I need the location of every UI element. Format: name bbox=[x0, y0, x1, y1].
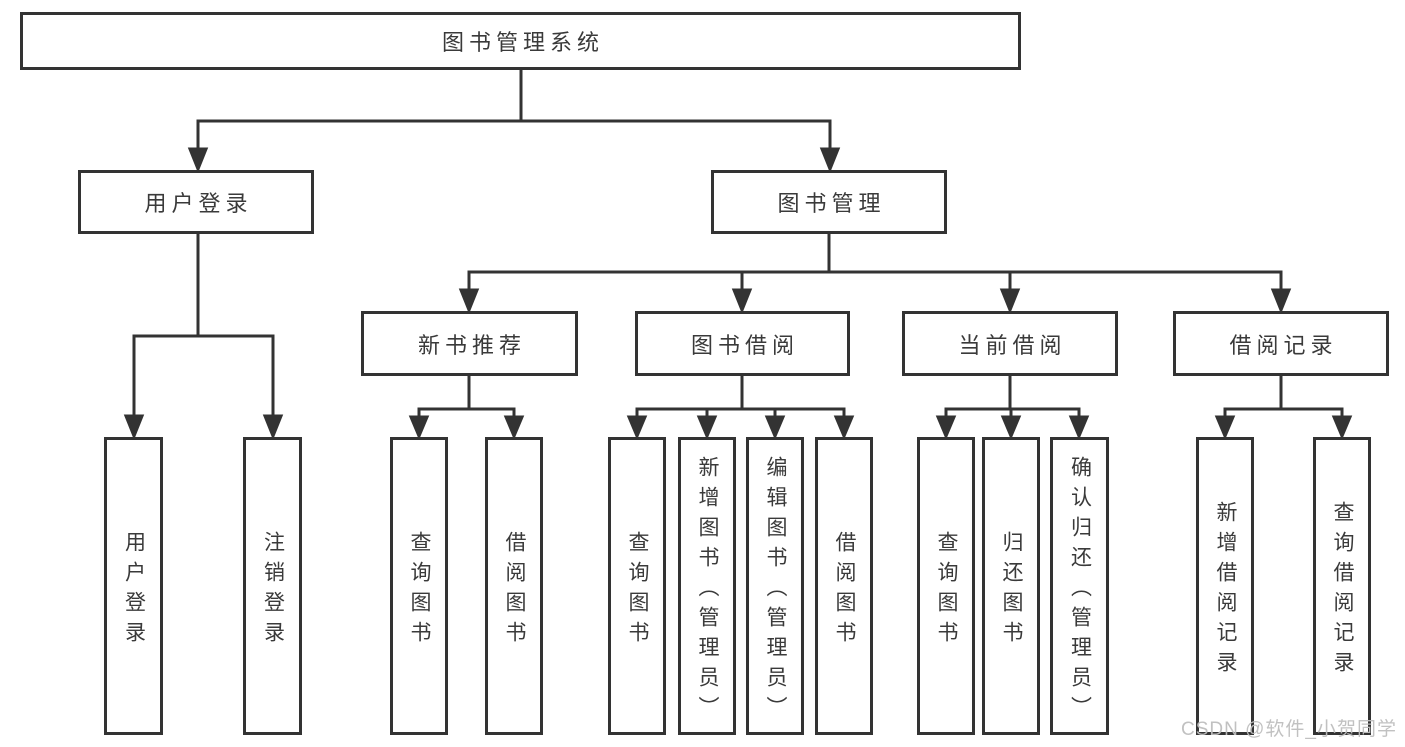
leaf-current-query-books: 查询图书 bbox=[917, 437, 975, 735]
leaf-borrow-query-books: 查询图书 bbox=[608, 437, 666, 735]
node-new-book-rec-label: 新书推荐 bbox=[417, 332, 526, 358]
node-user-login: 用户登录 bbox=[78, 170, 314, 234]
leaf-current-return-books-label: 归还图书 bbox=[1000, 530, 1023, 651]
node-book-mgmt-label: 图书管理 bbox=[777, 191, 886, 216]
leaf-user-login: 用户登录 bbox=[104, 437, 163, 735]
leaf-user-login-label: 用户登录 bbox=[122, 530, 146, 651]
leaf-logout: 注销登录 bbox=[243, 437, 302, 735]
leaf-current-query-books-label: 查询图书 bbox=[935, 530, 958, 651]
node-book-borrow: 图书借阅 bbox=[635, 311, 850, 376]
leaf-newrec-query-books: 查询图书 bbox=[390, 437, 448, 735]
leaf-newrec-borrow-books-label: 借阅图书 bbox=[503, 530, 526, 651]
node-user-login-label: 用户登录 bbox=[144, 191, 253, 216]
node-new-book-rec: 新书推荐 bbox=[361, 311, 578, 376]
leaf-records-add-record: 新增借阅记录 bbox=[1196, 437, 1254, 735]
leaf-current-confirm-return-admin: 确认归还（管理员） bbox=[1050, 437, 1109, 735]
node-borrow-records: 借阅记录 bbox=[1173, 311, 1389, 376]
leaf-borrow-borrow-books-label: 借阅图书 bbox=[833, 530, 856, 651]
node-current-borrow-label: 当前借阅 bbox=[958, 332, 1067, 358]
node-book-mgmt: 图书管理 bbox=[711, 170, 947, 234]
leaf-records-add-record-label: 新增借阅记录 bbox=[1214, 500, 1237, 681]
leaf-borrow-edit-books-admin-label: 编辑图书（管理员） bbox=[764, 455, 787, 726]
node-root: 图书管理系统 bbox=[20, 12, 1021, 70]
leaf-borrow-borrow-books: 借阅图书 bbox=[815, 437, 873, 735]
leaf-records-query-record-label: 查询借阅记录 bbox=[1331, 500, 1354, 681]
leaf-logout-label: 注销登录 bbox=[261, 530, 285, 651]
node-book-borrow-label: 图书借阅 bbox=[690, 332, 799, 358]
node-borrow-records-label: 借阅记录 bbox=[1229, 332, 1338, 358]
leaf-borrow-edit-books-admin: 编辑图书（管理员） bbox=[746, 437, 804, 735]
leaf-newrec-query-books-label: 查询图书 bbox=[408, 530, 431, 651]
leaf-records-query-record: 查询借阅记录 bbox=[1313, 437, 1371, 735]
leaf-current-confirm-return-admin-label: 确认归还（管理员） bbox=[1068, 455, 1092, 726]
leaf-newrec-borrow-books: 借阅图书 bbox=[485, 437, 543, 735]
node-root-label: 图书管理系统 bbox=[441, 30, 604, 55]
csdn-watermark: CSDN @软件_小贺同学 bbox=[1181, 719, 1397, 740]
node-current-borrow: 当前借阅 bbox=[902, 311, 1118, 376]
leaf-borrow-add-books-admin: 新增图书（管理员） bbox=[678, 437, 736, 735]
leaf-borrow-add-books-admin-label: 新增图书（管理员） bbox=[696, 455, 719, 726]
leaf-borrow-query-books-label: 查询图书 bbox=[626, 530, 649, 651]
leaf-current-return-books: 归还图书 bbox=[982, 437, 1040, 735]
